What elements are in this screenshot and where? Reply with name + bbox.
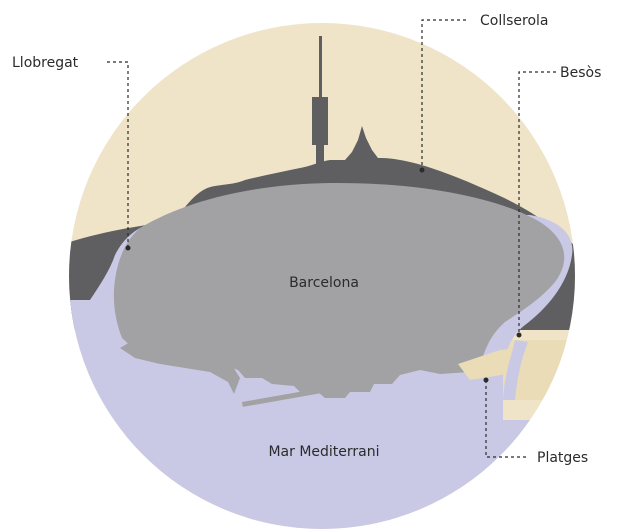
label-besos: Besòs — [560, 65, 601, 81]
port-docks — [120, 342, 240, 394]
callouts — [107, 19, 556, 458]
llobregat-dot — [125, 245, 131, 251]
label-llobregat: Llobregat — [12, 55, 79, 71]
platges-dot — [483, 377, 489, 383]
collserola-dot — [419, 167, 425, 173]
label-barcelona: Barcelona — [289, 275, 359, 291]
tv-tower-mast — [319, 36, 322, 98]
pier — [242, 377, 381, 407]
label-sea: Mar Mediterrani — [268, 444, 379, 460]
tv-tower-body — [312, 97, 328, 145]
label-platges: Platges — [537, 450, 588, 466]
tv-tower-shaft — [316, 144, 324, 166]
city-plain — [113, 182, 565, 398]
besos-river — [503, 340, 528, 400]
besos-dot — [516, 332, 522, 338]
label-collserola: Collserola — [480, 13, 549, 29]
